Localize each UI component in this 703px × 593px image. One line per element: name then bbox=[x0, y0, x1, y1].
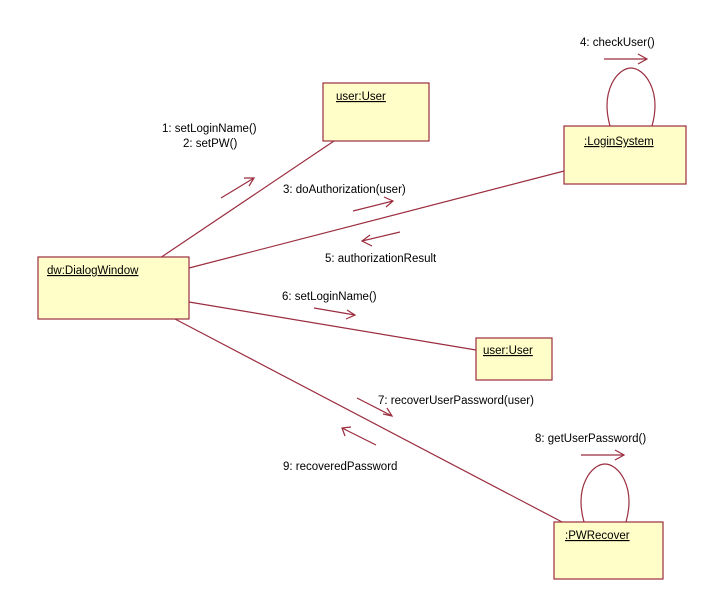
message-2-label: 2: setPW() bbox=[183, 138, 237, 150]
message-3-label: 3: doAuthorization(user) bbox=[283, 184, 406, 196]
message-1-label: 1: setLoginName() bbox=[162, 123, 257, 135]
object-pwrecover[interactable]: :PWRecover bbox=[553, 521, 664, 580]
object-loginsystem-label: :LoginSystem bbox=[584, 136, 654, 148]
link-dialogwindow-user-mid bbox=[188, 301, 477, 351]
message-4-label: 4: checkUser() bbox=[580, 37, 655, 49]
object-dialogwindow-label: dw:DialogWindow bbox=[47, 265, 139, 277]
arrow-msg-5 bbox=[360, 231, 401, 247]
message-7-label: 7: recoverUserPassword(user) bbox=[378, 395, 534, 407]
self-loop-loginsystem bbox=[606, 67, 656, 127]
object-loginsystem[interactable]: :LoginSystem bbox=[563, 125, 687, 185]
arrow-msg-8 bbox=[581, 449, 626, 461]
self-loop-pwrecover bbox=[580, 463, 630, 523]
arrow-msg-4 bbox=[604, 53, 649, 65]
object-user-top-label: user:User bbox=[336, 91, 386, 103]
link-dialogwindow-pwrecover bbox=[174, 318, 565, 524]
arrow-msg-9 bbox=[341, 426, 377, 446]
arrow-msg-7 bbox=[356, 397, 394, 417]
object-user-mid[interactable]: user:User bbox=[475, 337, 553, 381]
message-6-label: 6: setLoginName() bbox=[282, 291, 377, 303]
object-user-mid-label: user:User bbox=[483, 345, 533, 357]
arrow-msg-1-2 bbox=[220, 177, 256, 199]
object-user-top[interactable]: user:User bbox=[322, 82, 430, 142]
arrow-msg-3 bbox=[352, 196, 395, 212]
object-pwrecover-label: :PWRecover bbox=[565, 530, 630, 542]
link-dialogwindow-user-top bbox=[159, 140, 335, 259]
link-dialogwindow-loginsystem bbox=[188, 169, 569, 269]
message-8-label: 8: getUserPassword() bbox=[535, 433, 646, 445]
message-9-label: 9: recoveredPassword bbox=[283, 461, 397, 473]
arrow-msg-6 bbox=[313, 307, 357, 320]
object-dialogwindow[interactable]: dw:DialogWindow bbox=[37, 256, 190, 320]
message-5-label: 5: authorizationResult bbox=[325, 253, 437, 265]
